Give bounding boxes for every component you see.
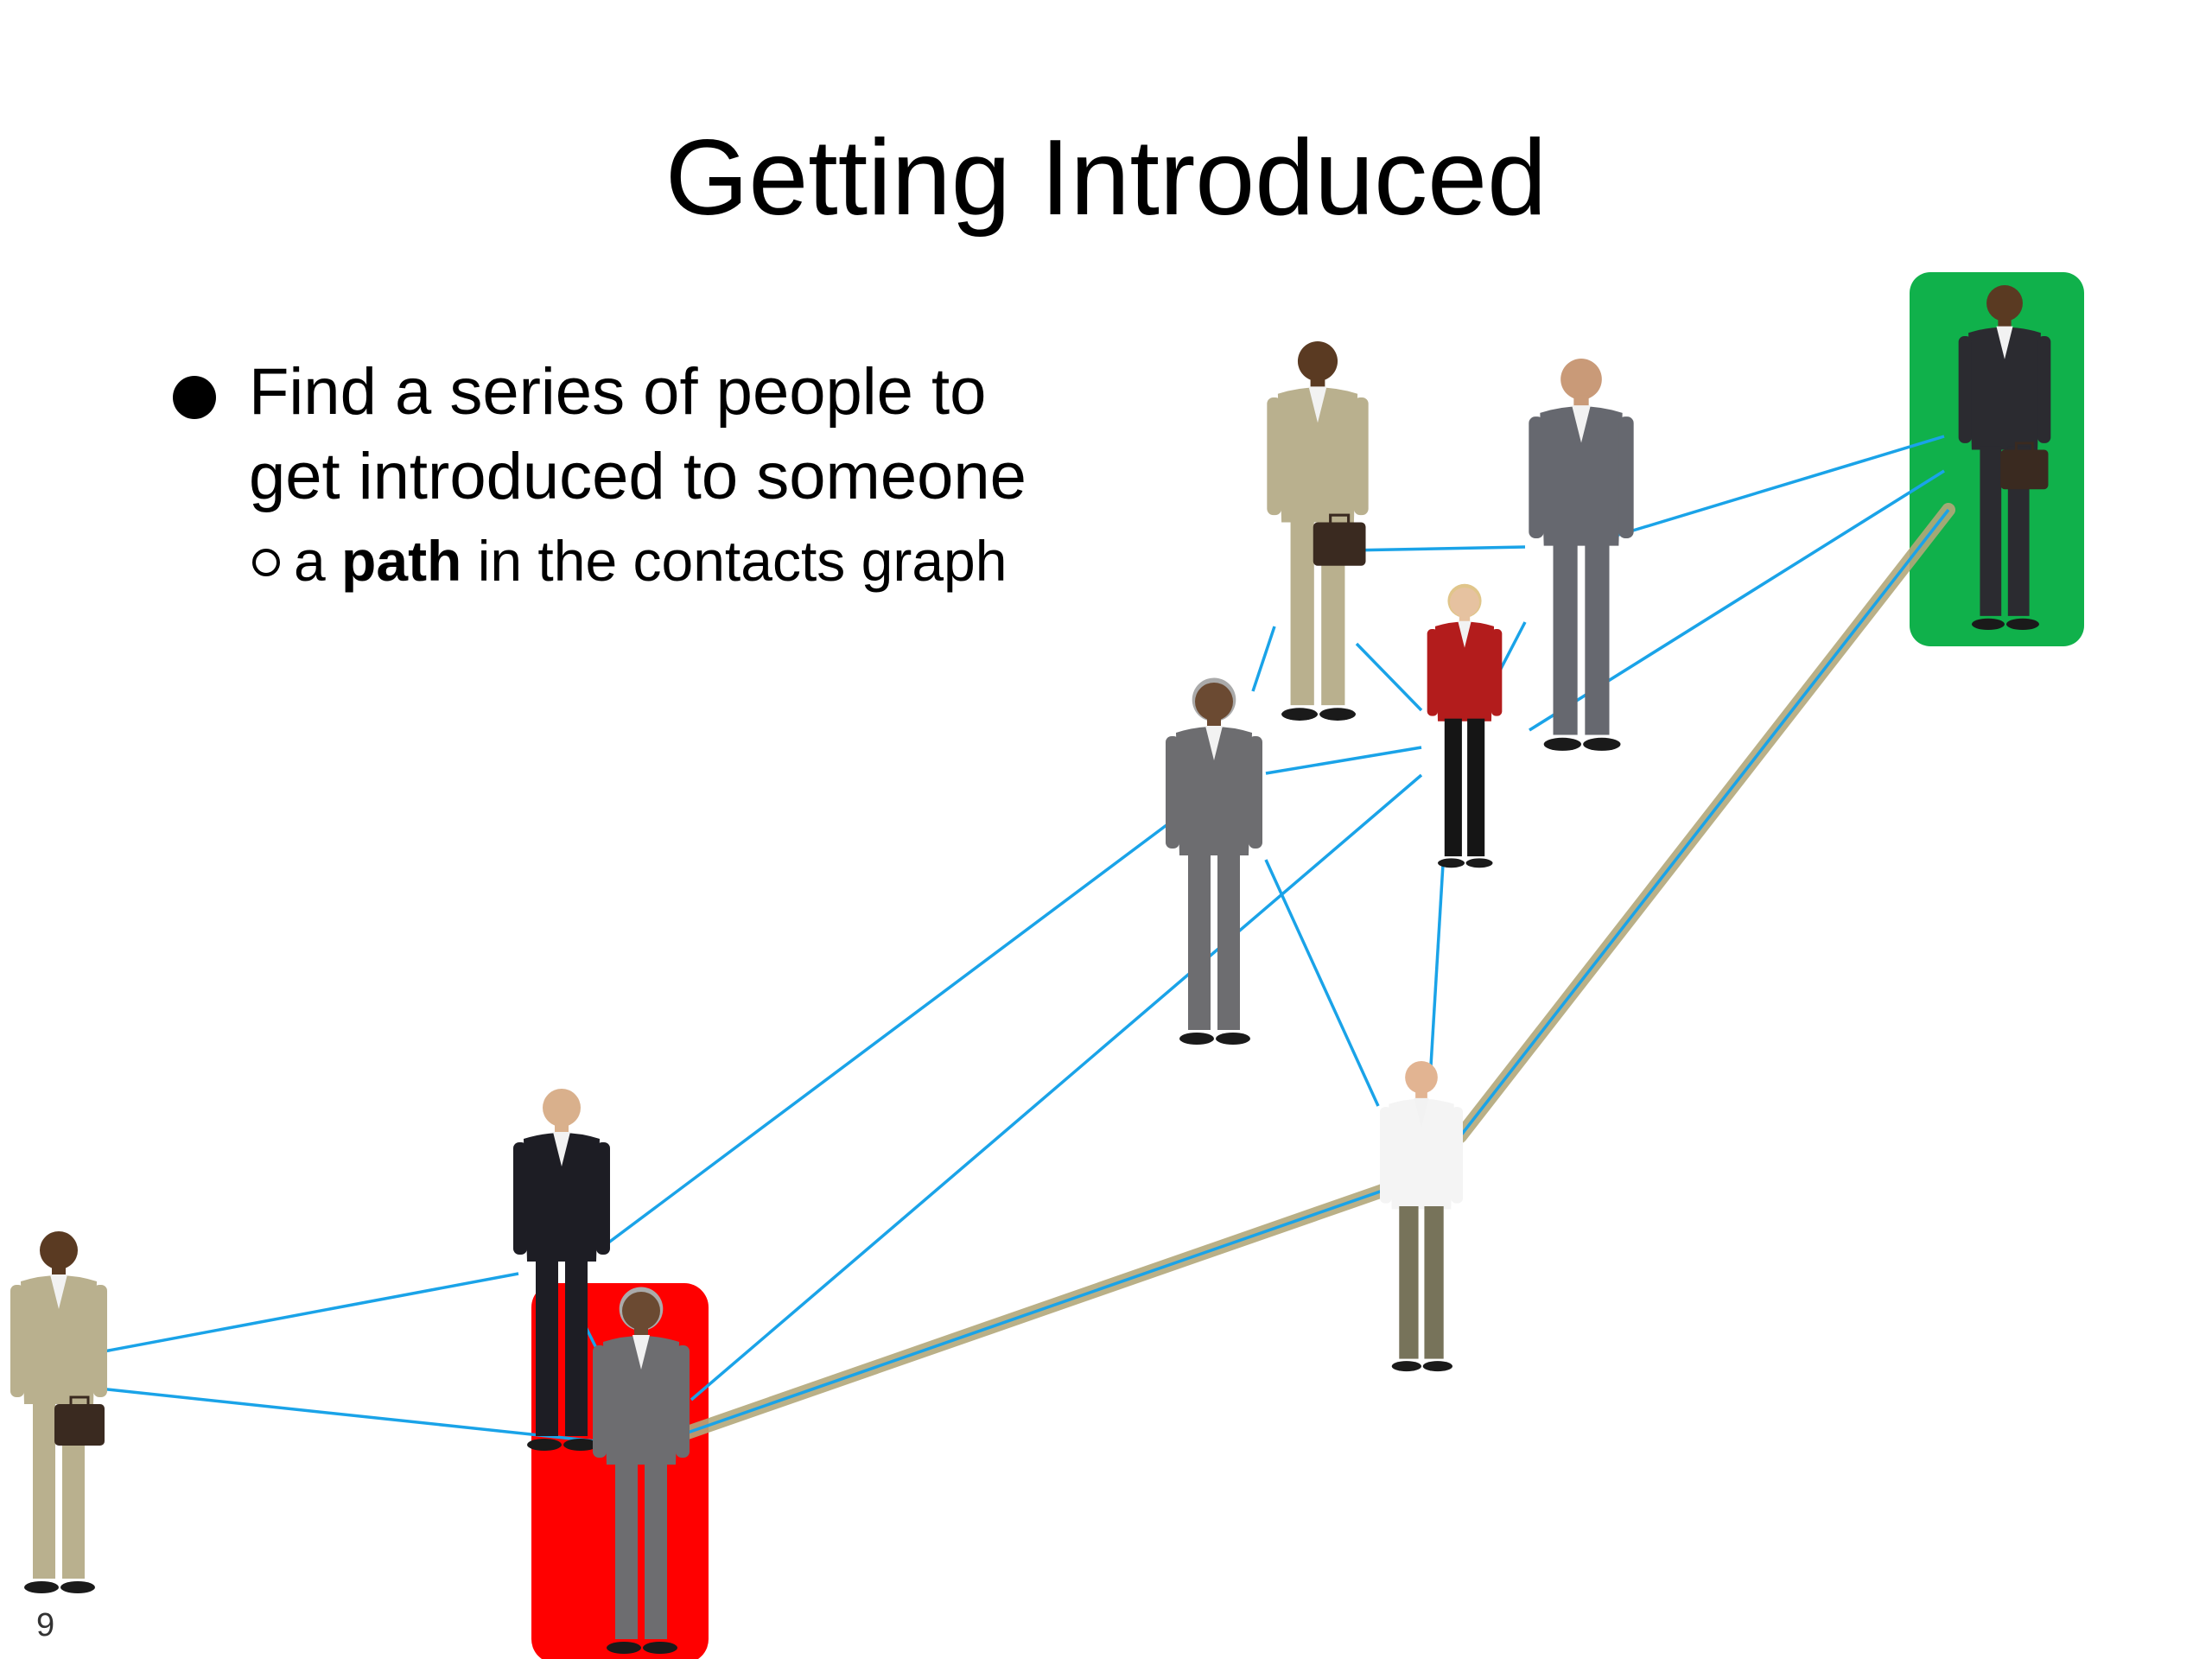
slide-number: 9 (36, 1607, 55, 1643)
businessman-briefcase-icon (1267, 341, 1369, 721)
bullet-circle-icon (252, 549, 280, 576)
graph-edge (1428, 863, 1445, 1081)
graph-edge (1265, 746, 1422, 775)
graph-edge (99, 1272, 519, 1354)
bullet-main-line2: get introduced to someone (249, 440, 1027, 513)
bullet-list: Find a series of people to get introduce… (173, 350, 1123, 599)
graph-edge (99, 1387, 597, 1443)
graph-edge (1615, 435, 1945, 537)
businessman-briefcase-icon (10, 1231, 107, 1593)
doctor-icon (1380, 1061, 1463, 1372)
businessman-target-icon (1958, 285, 2051, 631)
businessman-phone-icon (1529, 359, 1634, 751)
graph-edge (599, 810, 1185, 1250)
graph-edge (690, 773, 1423, 1402)
bullet-main: Find a series of people to get introduce… (173, 350, 1123, 519)
businesswoman-arms-crossed-icon (593, 1287, 690, 1654)
businesswoman-red-blouse-icon (1427, 583, 1503, 868)
graph-edge (1355, 642, 1423, 712)
bullet-sub-bold: path (341, 529, 462, 593)
businesswoman-thinking-icon (513, 1089, 610, 1451)
bullet-sub-prefix: a (294, 529, 342, 593)
bullet-main-line1: Find a series of people to (249, 355, 987, 429)
bullet-dot-icon (173, 376, 216, 419)
graph-edge (1251, 626, 1276, 692)
bullet-sub-suffix: in the contacts graph (461, 529, 1007, 593)
businesswoman-arms-crossed-icon (1166, 677, 1262, 1045)
graph-edge (1264, 859, 1380, 1107)
bullet-sub: a path in the contacts graph (173, 523, 1123, 599)
slide-title: Getting Introduced (664, 118, 1548, 238)
graph-edge (1347, 545, 1526, 552)
